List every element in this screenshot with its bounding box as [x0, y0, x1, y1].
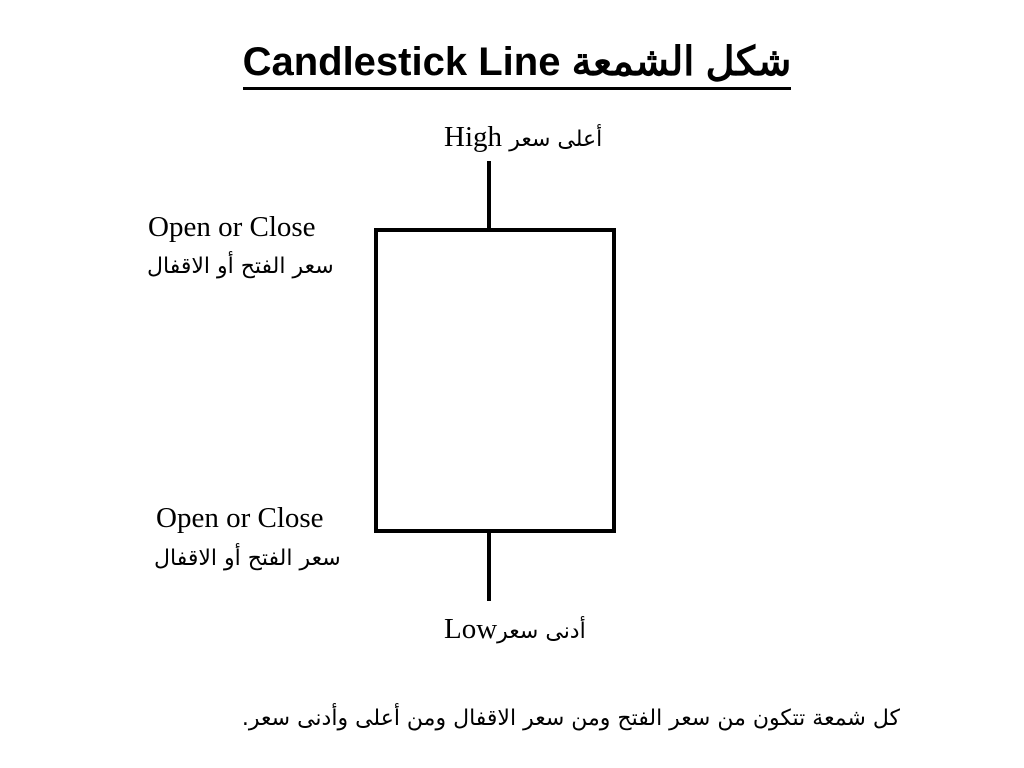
title-english: Candlestick Line [242, 40, 561, 84]
low-label: Lowأدنى سعر [444, 612, 586, 647]
low-label-ar: أدنى سعر [497, 619, 586, 644]
slide-title: Candlestick Line شكل الشمعة [0, 38, 1024, 90]
open-close-top-ar: سعر الفتح أو الاقفال [147, 254, 334, 279]
footer-description: كل شمعة تتكون من سعر الفتح ومن سعر الاقف… [241, 706, 900, 731]
high-label-en: High [444, 121, 502, 153]
open-close-top-en: Open or Close [148, 211, 316, 243]
title-underlined: Candlestick Line شكل الشمعة [242, 38, 792, 90]
candle-body [374, 228, 616, 533]
high-label-ar: أعلى سعر [509, 127, 603, 152]
low-label-en: Low [444, 613, 498, 645]
open-close-bottom-en: Open or Close [156, 502, 324, 534]
title-arabic: شكل الشمعة [571, 40, 792, 84]
open-close-bottom-ar: سعر الفتح أو الاقفال [154, 546, 341, 571]
high-label: High أعلى سعر [444, 120, 602, 155]
